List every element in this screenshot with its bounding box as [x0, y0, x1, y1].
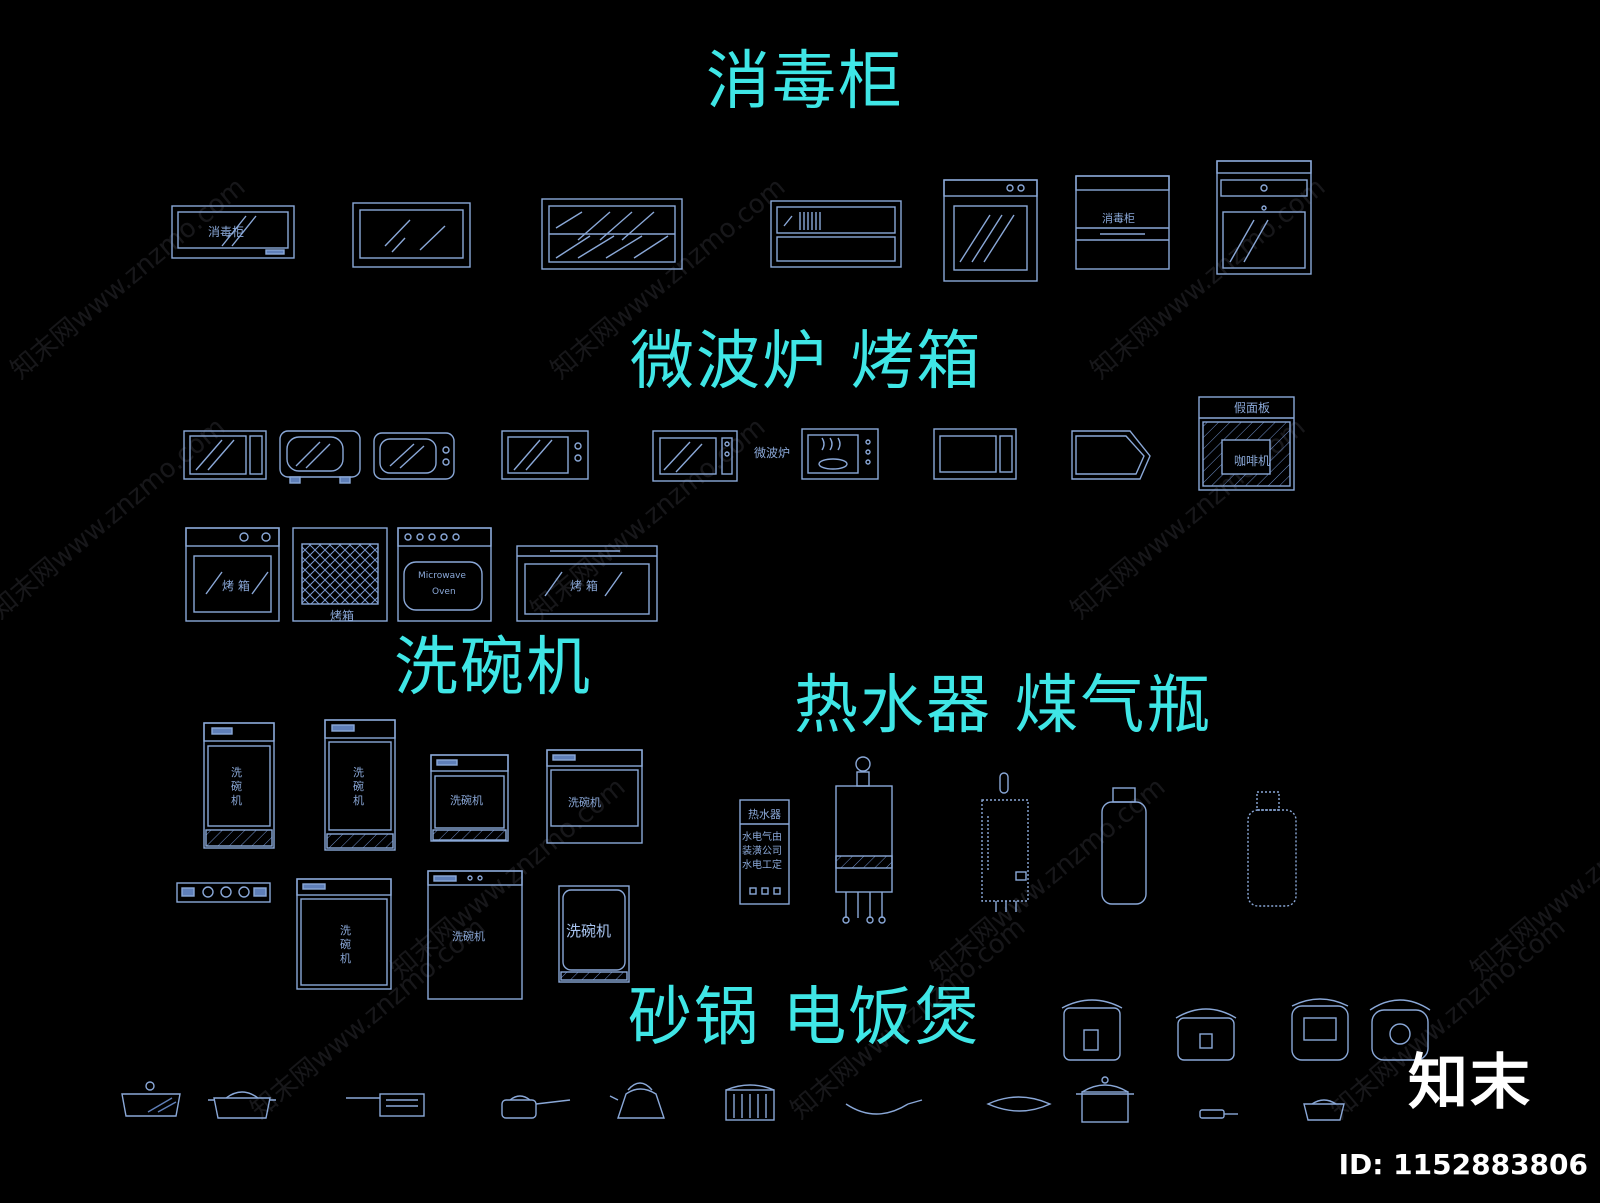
oven-d-label: 烤 箱	[570, 578, 598, 593]
wok-1	[845, 1099, 923, 1115]
microwave-oven-line1: Microwave	[418, 571, 466, 581]
dishwasher-7: 洗碗机	[558, 885, 630, 983]
dw-v3-label: 洗碗机	[340, 924, 351, 965]
microwave-4	[501, 430, 589, 480]
rice-cooker-4	[1369, 999, 1431, 1061]
dw-v1-label: 洗碗机	[231, 766, 242, 807]
microwave-5	[652, 430, 738, 482]
frying-pan-small	[1199, 1109, 1238, 1119]
oven-3: Microwave Oven	[397, 527, 492, 622]
microwave-3	[373, 432, 455, 480]
title-pot-rice-cooker: 砂锅 电饭煲	[628, 981, 981, 1055]
disinfection-cabinet-1: 消毒柜	[171, 205, 295, 259]
rice-cooker-2	[1175, 1008, 1237, 1061]
cab6-label: 消毒柜	[1102, 211, 1135, 225]
gas-bottle-2	[1247, 791, 1297, 907]
microwave-1	[183, 430, 267, 480]
wh-text1: 水电气由	[742, 830, 782, 843]
dishwasher-3: 洗碗机	[430, 754, 509, 842]
oven-4: 烤 箱	[516, 545, 658, 622]
gas-bottle-1	[1101, 787, 1147, 905]
dishwasher-1	[203, 722, 275, 849]
oven-2: 烤箱	[292, 527, 388, 623]
microwave-text-label: 微波炉	[754, 446, 790, 460]
kettle	[609, 1082, 665, 1119]
dw-h2-label: 洗碗机	[568, 795, 601, 809]
disinfection-cabinet-7	[1216, 160, 1312, 275]
dishwasher-5	[296, 878, 392, 990]
microwave-6: 微波炉	[754, 428, 879, 480]
disinfection-cabinet-6: 消毒柜	[1075, 175, 1170, 270]
title-microwave-oven: 微波炉 烤箱	[630, 325, 983, 399]
coffee-label: 咖啡机	[1234, 453, 1270, 468]
oven-a-label: 烤 箱	[222, 578, 250, 593]
watermark-text-5: 知末网www.znzmo.com	[525, 412, 771, 625]
stock-pot	[725, 1084, 775, 1121]
saucepan-1	[346, 1093, 425, 1117]
dw-v2-label: 洗碗机	[353, 766, 364, 807]
disinfection-cabinet-2	[352, 202, 471, 268]
disinfection-cabinet-5	[943, 179, 1038, 282]
watermark-text-3: 知末网www.znzmo.com	[1085, 172, 1331, 385]
wh-text2: 装潢公司	[742, 844, 782, 857]
pot-2	[208, 1091, 276, 1119]
wh-text3: 水电工定	[742, 858, 782, 871]
watermark-text-1: 知末网www.znzmo.com	[5, 172, 251, 385]
title-water-heater-gas: 热水器 煤气瓶	[794, 669, 1213, 743]
water-heater-3	[981, 772, 1029, 912]
watermark-id: ID: 1152883806	[1338, 1148, 1588, 1181]
wh-title-label: 热水器	[748, 808, 781, 821]
water-heater-1: 热水器 水电气由 装潢公司 水电工定	[739, 799, 790, 905]
title-dishwasher: 洗碗机	[394, 631, 592, 705]
microwave-oven-line2: Oven	[432, 587, 456, 597]
rice-cooker-3	[1291, 998, 1349, 1061]
false-panel-label: 假面板	[1234, 401, 1270, 415]
oven-b-label: 烤箱	[330, 608, 354, 623]
microwave-2	[279, 430, 361, 484]
dishwasher-4: 洗碗机	[546, 749, 643, 844]
disinfection-cabinet-3	[541, 198, 683, 270]
rice-cooker-1	[1061, 999, 1123, 1061]
dw-big-label: 洗碗机	[566, 922, 611, 940]
oven-1: 烤 箱	[185, 527, 280, 622]
title-disinfection-cabinet: 消毒柜	[706, 45, 904, 119]
dishwasher-6: 洗碗机	[427, 870, 523, 1000]
pot-1	[121, 1081, 181, 1117]
pot-4	[1303, 1099, 1345, 1121]
dw-h3-label: 洗碗机	[452, 929, 485, 943]
pot-3	[501, 1095, 571, 1119]
disinfection-cabinet-4	[770, 200, 902, 268]
dishwasher-2	[324, 719, 396, 851]
cab1-label: 消毒柜	[208, 225, 244, 239]
watermark-text-4: 知末网www.znzmo.com	[0, 412, 231, 625]
microwave-7	[933, 428, 1017, 480]
dw-h1-label: 洗碗机	[450, 793, 483, 807]
microwave-8	[1071, 430, 1151, 480]
dishwasher-control-panel	[176, 882, 271, 903]
coffee-machine-false-panel: 假面板 咖啡机	[1198, 396, 1295, 491]
pressure-pot	[1076, 1076, 1134, 1123]
watermark-text-10: 知末网www.znzmo.com	[245, 912, 491, 1125]
water-heater-2	[835, 756, 893, 924]
wok-2	[986, 1096, 1052, 1112]
watermark-logo: 知末	[1408, 1048, 1532, 1118]
